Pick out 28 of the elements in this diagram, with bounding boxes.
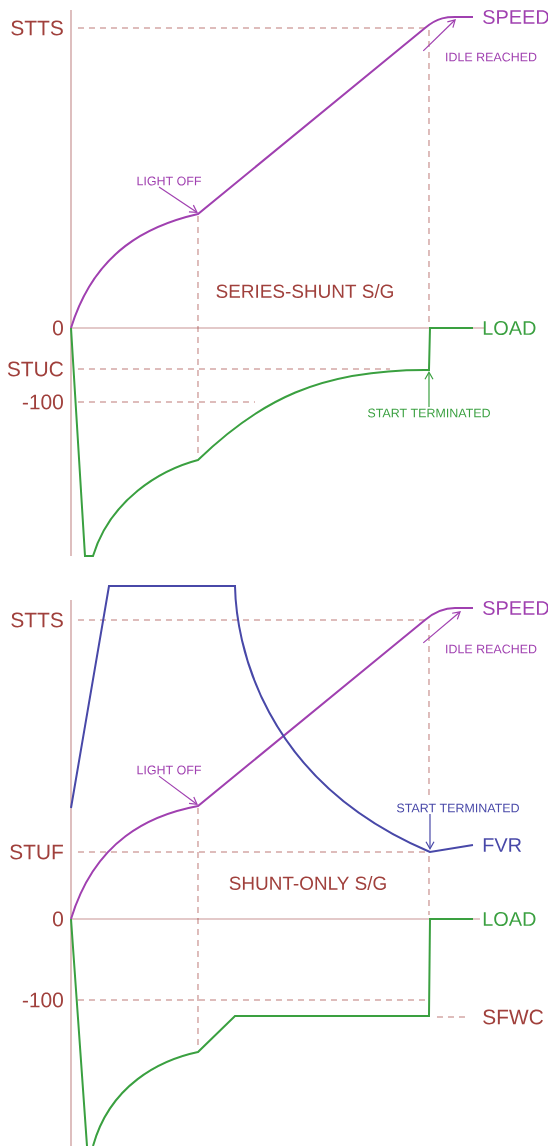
leader-arrow xyxy=(424,371,434,408)
annotation-text: START TERMINATED xyxy=(397,803,519,813)
leader-arrow xyxy=(158,775,198,805)
annotation-text: IDLE REACHED xyxy=(446,644,537,654)
panel-title: SHUNT-ONLY S/G xyxy=(229,876,386,890)
annotation-text: LIGHT OFF xyxy=(137,176,201,186)
leader-arrow xyxy=(422,19,456,52)
tick-label: SFWC xyxy=(483,1009,543,1025)
tick-label: -100 xyxy=(22,992,63,1008)
panel-title: SERIES-SHUNT S/G xyxy=(216,284,393,298)
tick-label: -100 xyxy=(22,394,63,410)
tick-label: STTS xyxy=(11,612,63,628)
curve-label: LOAD xyxy=(483,320,536,336)
leader-arrow xyxy=(422,611,461,644)
tick-label: 0 xyxy=(53,911,63,927)
tick-label: STUC xyxy=(7,361,63,377)
tick-label: 0 xyxy=(53,320,63,336)
leader-arrow xyxy=(158,186,198,213)
annotation-text: START TERMINATED xyxy=(368,408,490,418)
curve-label: SPEED xyxy=(483,9,548,25)
annotation-text: IDLE REACHED xyxy=(446,52,537,62)
curve-label: LOAD xyxy=(483,911,536,927)
leader-arrow xyxy=(425,813,435,850)
curve-label: SPEED xyxy=(483,600,548,616)
annotation-text: LIGHT OFF xyxy=(137,765,201,775)
tick-label: STTS xyxy=(11,20,63,36)
curve-label: FVR xyxy=(483,838,522,852)
tick-label: STUF xyxy=(10,844,63,860)
